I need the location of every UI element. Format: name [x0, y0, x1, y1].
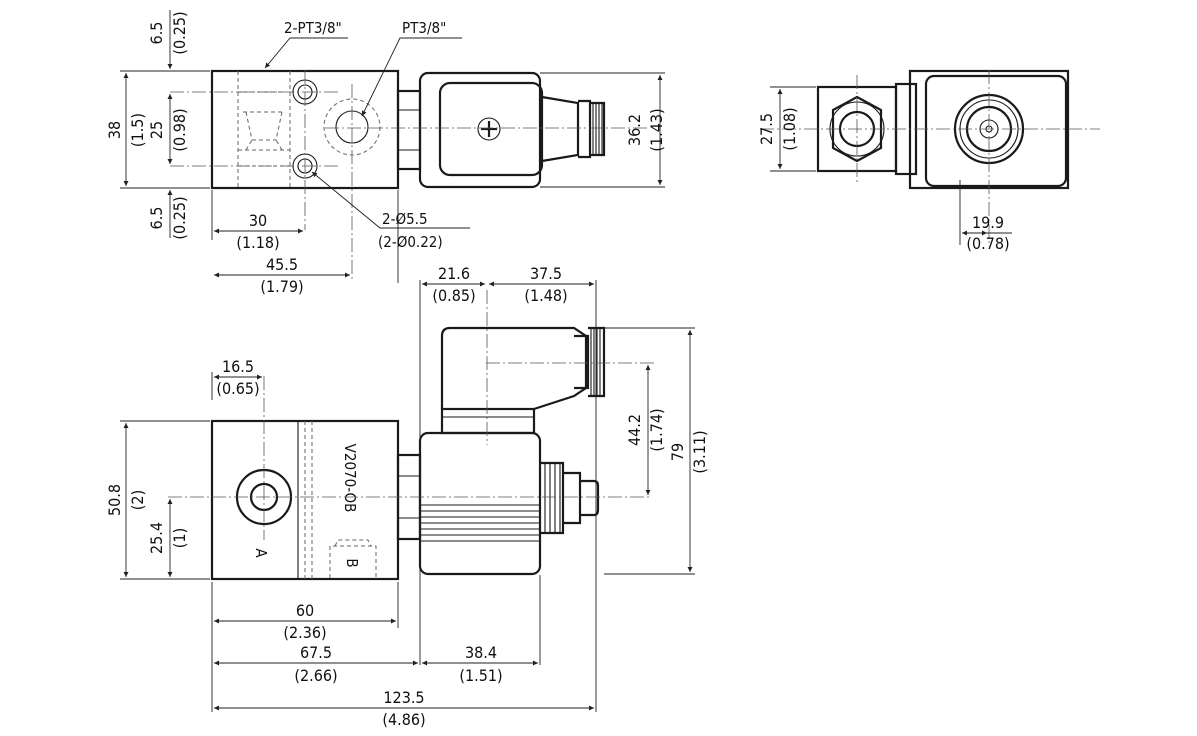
top-view-hex-nut: [396, 89, 422, 171]
front-view: A B V2070-OB: [105, 264, 709, 729]
top-view-screw: [477, 117, 501, 141]
dim-38-mm: 38: [105, 121, 124, 139]
dim-30-in: (1.18): [236, 233, 279, 252]
dim-67-5-mm: 67.5: [300, 643, 332, 662]
top-view-cable-gland: [541, 95, 606, 163]
dim-25-4-in: (1): [170, 528, 189, 548]
dim-36-2-mm: 36.2: [625, 114, 644, 146]
dim-123-5-in: (4.86): [382, 710, 425, 729]
top-view-coil: [418, 71, 542, 189]
leader-port-pt: [361, 37, 462, 117]
dim-16-5-in: (0.65): [216, 379, 259, 398]
dim-44-2-in: (1.74): [647, 408, 666, 451]
dim-6-5-top-in: (0.25): [170, 11, 189, 54]
dim-45-5-in: (1.79): [260, 277, 303, 296]
dim-27-5-mm: 27.5: [757, 113, 776, 145]
dim-67-5-in: (2.66): [294, 666, 337, 685]
front-view-port-b-hidden: [329, 539, 377, 578]
dim-60-mm: 60: [296, 601, 314, 620]
dim-25-in: (0.98): [170, 108, 189, 151]
end-view: 27.5 (1.08) 19.9 (0.78): [757, 69, 1100, 253]
dim-19-9-mm: 19.9: [972, 213, 1004, 232]
dim-38-4-mm: 38.4: [465, 643, 497, 662]
top-view-extension-lines: [120, 70, 665, 283]
leader-ports-pt: [264, 37, 348, 69]
dim-44-2-mm: 44.2: [625, 414, 644, 446]
port-b-label: B: [343, 558, 361, 567]
dim-6-5-bottom-mm: 6.5: [147, 207, 166, 230]
dim-79-in: (3.11): [690, 430, 709, 473]
dim-16-5-mm: 16.5: [222, 357, 254, 376]
dim-79-mm: 79: [668, 443, 687, 461]
top-view-gland-knurl: [592, 103, 603, 155]
dim-50-8-in: (2): [128, 490, 147, 510]
front-view-side-nut-knurl: [544, 463, 561, 533]
callout-port-pt: PT3/8": [402, 19, 446, 37]
front-view-extension-lines: [120, 280, 695, 712]
dim-38-in: (1.5): [128, 113, 147, 147]
callout-ports-pt: 2-PT3/8": [284, 19, 342, 37]
dim-25-4-mm: 25.4: [147, 522, 166, 554]
front-view-gland-knurl: [590, 328, 601, 396]
dim-38-4-in: (1.51): [459, 666, 502, 685]
top-view-connector: [438, 81, 544, 177]
dim-27-5-in: (1.08): [780, 107, 799, 150]
end-view-coil-inner: [924, 74, 1068, 188]
dim-21-6-in: (0.85): [432, 286, 475, 305]
dim-30-mm: 30: [249, 211, 267, 230]
end-view-extension-lines: [770, 86, 961, 245]
dim-6-5-bottom-in: (0.25): [170, 196, 189, 239]
dim-19-9-in: (0.78): [966, 234, 1009, 253]
leader-holes: [311, 171, 470, 229]
callout-holes-in: (2-Ø0.22): [378, 233, 443, 251]
dim-36-2-in: (1.43): [647, 108, 666, 151]
front-view-coil: [418, 431, 542, 576]
top-view-hidden-ports: [237, 71, 291, 188]
front-view-connector-housing: [440, 326, 588, 411]
dim-123-5-mm: 123.5: [383, 688, 424, 707]
dim-25-mm: 25: [147, 121, 166, 139]
dim-6-5-top-mm: 6.5: [147, 22, 166, 45]
dim-37-5-in: (1.48): [524, 286, 567, 305]
callout-holes-mm: 2-Ø5.5: [382, 210, 428, 228]
dim-37-5-mm: 37.5: [530, 264, 562, 283]
top-view: 2-PT3/8" PT3/8" 2-Ø5.5 (2-Ø0.22) 6.5 (0.…: [105, 10, 666, 296]
model-label: V2070-OB: [341, 444, 359, 513]
front-view-connector-base: [440, 407, 536, 435]
port-a-label: A: [252, 548, 270, 558]
end-view-hex-nut: [831, 95, 883, 163]
dim-45-5-mm: 45.5: [266, 255, 298, 274]
front-view-side-nut: [540, 461, 600, 535]
dim-21-6-mm: 21.6: [438, 264, 470, 283]
dim-50-8-mm: 50.8: [105, 484, 124, 516]
dim-60-in: (2.36): [283, 623, 326, 642]
front-view-coil-ribs: [420, 504, 540, 542]
